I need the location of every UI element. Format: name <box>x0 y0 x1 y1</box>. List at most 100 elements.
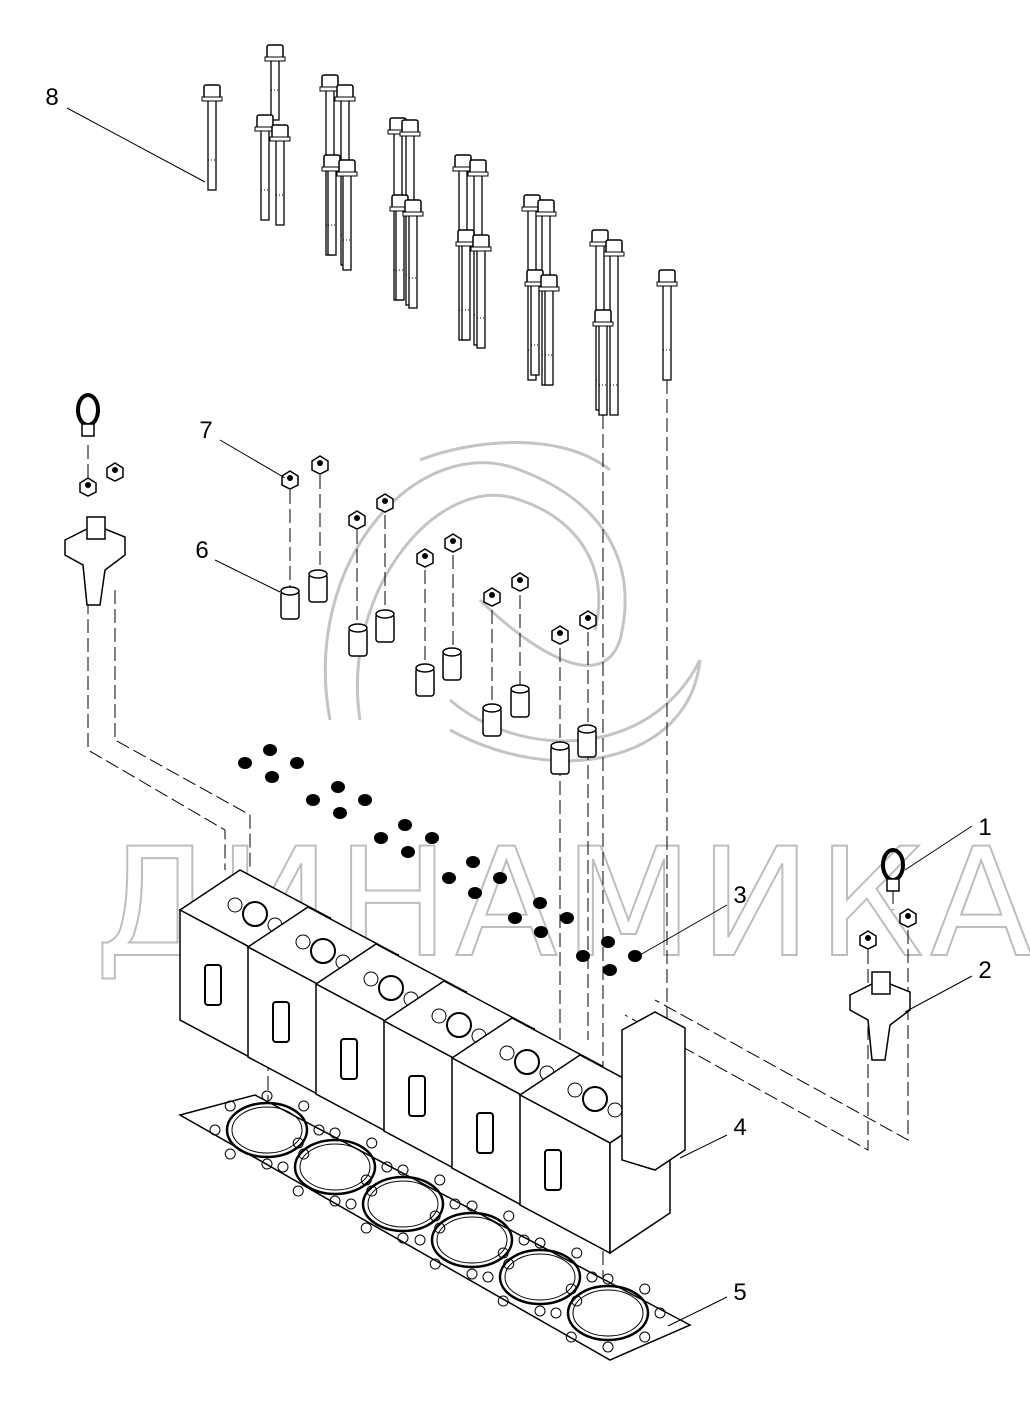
head-bolt[interactable] <box>264 44 286 121</box>
valve-disc[interactable] <box>401 846 415 858</box>
gasket-hole <box>497 1247 509 1259</box>
nut[interactable] <box>416 548 434 568</box>
nut[interactable] <box>106 462 124 482</box>
nut[interactable] <box>444 533 462 553</box>
callout-label-4: 4 <box>733 1114 746 1141</box>
head-bolt[interactable] <box>592 309 614 416</box>
bolt-flange <box>264 56 286 62</box>
valve-disc[interactable] <box>374 832 388 844</box>
head-bolt[interactable] <box>336 159 358 271</box>
bolt-shank <box>395 208 405 301</box>
injector-bore <box>514 1049 540 1075</box>
gasket-hole <box>345 1198 357 1210</box>
gasket-bore <box>430 1211 514 1269</box>
valve-disc[interactable] <box>576 950 590 962</box>
head-bolt[interactable] <box>656 269 678 381</box>
gasket-hole <box>397 1164 409 1176</box>
sleeve[interactable] <box>510 684 530 718</box>
gasket-hole <box>449 1198 461 1210</box>
nut[interactable] <box>311 455 329 475</box>
bolt-flange <box>467 171 489 177</box>
head-bolt[interactable] <box>389 194 411 301</box>
nut[interactable] <box>483 587 501 607</box>
valve-disc[interactable] <box>560 912 574 924</box>
valve-disc[interactable] <box>628 950 642 962</box>
valve-disc[interactable] <box>425 832 439 844</box>
nut[interactable] <box>551 625 569 645</box>
nut-hole <box>287 475 293 481</box>
head-port <box>272 1001 290 1043</box>
sleeves[interactable] <box>280 569 597 775</box>
head-bolt[interactable] <box>402 199 424 309</box>
cylinder-heads[interactable] <box>178 869 686 1255</box>
sleeve[interactable] <box>550 741 570 775</box>
nut[interactable] <box>348 510 366 530</box>
gasket-hole <box>360 1174 372 1186</box>
head-bolt[interactable] <box>269 124 291 226</box>
nut[interactable] <box>281 470 299 490</box>
nut[interactable] <box>376 493 394 513</box>
lifting-brackets[interactable] <box>64 393 911 1061</box>
nuts[interactable] <box>79 455 917 950</box>
valve-disc[interactable] <box>508 912 522 924</box>
bolt-shank <box>342 173 352 271</box>
valve-disc[interactable] <box>263 744 277 756</box>
head-bolt[interactable] <box>455 229 477 341</box>
nut-hole <box>450 538 456 544</box>
valve-disc[interactable] <box>442 872 456 884</box>
valve-disc[interactable] <box>331 781 345 793</box>
sleeve[interactable] <box>415 663 435 697</box>
head-bolt[interactable] <box>254 114 276 221</box>
sleeve[interactable] <box>442 647 462 681</box>
lifting-bracket[interactable] <box>64 516 126 606</box>
gasket-hole <box>397 1232 409 1244</box>
valve-disc[interactable] <box>534 926 548 938</box>
lifting-eye[interactable] <box>76 393 100 437</box>
valve-disc[interactable] <box>398 819 412 831</box>
gasket-bore-inner <box>231 1106 303 1154</box>
valve-discs[interactable] <box>238 744 642 976</box>
sleeve[interactable] <box>577 724 597 758</box>
sleeve[interactable] <box>482 703 502 737</box>
head-bolt[interactable] <box>603 239 625 416</box>
gasket-hole <box>565 1283 577 1295</box>
valve-seat <box>363 971 379 987</box>
head-bolt[interactable] <box>470 234 492 349</box>
callout-leader-6 <box>214 559 281 593</box>
sleeve[interactable] <box>375 609 395 643</box>
lifting-bracket[interactable] <box>849 971 911 1061</box>
valve-disc[interactable] <box>290 757 304 769</box>
nut[interactable] <box>859 930 877 950</box>
head-bolt[interactable] <box>201 84 223 191</box>
gasket-hole <box>292 1185 304 1197</box>
valve-disc[interactable] <box>358 794 372 806</box>
valve-disc[interactable] <box>533 897 547 909</box>
sleeve-top <box>577 724 597 734</box>
valve-disc[interactable] <box>306 794 320 806</box>
valve-disc[interactable] <box>468 887 482 899</box>
gasket-hole <box>329 1127 341 1139</box>
valve-disc[interactable] <box>466 856 480 868</box>
nut[interactable] <box>511 572 529 592</box>
bolt-shank <box>609 253 619 416</box>
nut[interactable] <box>79 477 97 497</box>
valve-disc[interactable] <box>333 807 347 819</box>
head-gasket[interactable] <box>178 1090 692 1361</box>
valve-disc[interactable] <box>603 964 617 976</box>
bolt-flange <box>538 286 560 292</box>
valve-disc[interactable] <box>601 936 615 948</box>
lifting-eye[interactable] <box>881 848 905 892</box>
head-bolts[interactable] <box>201 44 678 416</box>
nut[interactable] <box>579 610 597 630</box>
nut-hole <box>585 615 591 621</box>
gasket-hole <box>565 1331 577 1343</box>
callout-leaders <box>66 107 973 1327</box>
nut[interactable] <box>899 908 917 928</box>
valve-disc[interactable] <box>238 757 252 769</box>
sleeve[interactable] <box>280 586 300 620</box>
valve-disc[interactable] <box>265 771 279 783</box>
head-bolt[interactable] <box>538 274 560 386</box>
sleeve[interactable] <box>348 623 368 657</box>
valve-disc[interactable] <box>493 872 507 884</box>
sleeve[interactable] <box>308 569 328 603</box>
